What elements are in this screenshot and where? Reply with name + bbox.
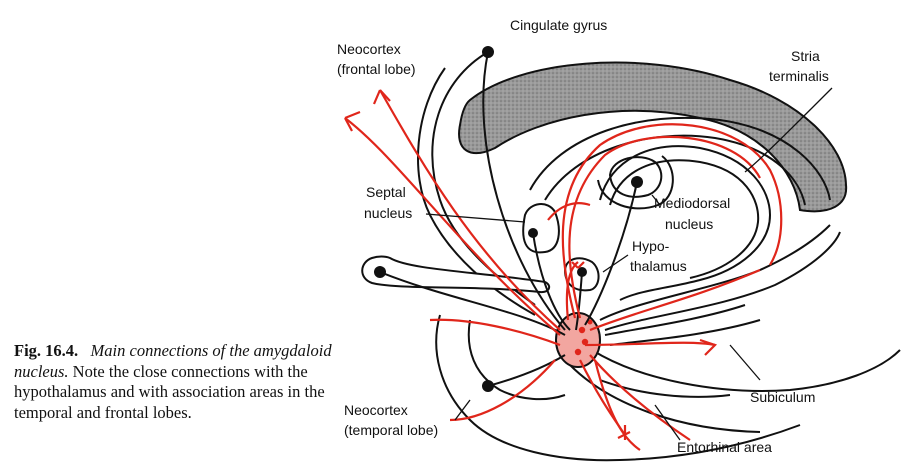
caption-title: Main connections of the amygdaloid nucle… (14, 341, 332, 381)
label-frontal-lobe: (frontal lobe) (337, 61, 416, 77)
figure-caption: Fig. 16.4. Main connections of the amygd… (14, 341, 334, 423)
red-pathways (344, 89, 783, 451)
cingulate-gyrus-shape (458, 61, 848, 213)
figure-number: Fig. 16.4. (14, 341, 79, 360)
label-subiculum: Subiculum (750, 389, 815, 405)
label-stria: Stria (791, 48, 820, 64)
cell-bodies (374, 46, 643, 392)
label-hypo: Hypo- (632, 238, 670, 254)
label-septal-nucleus: nucleus (364, 205, 412, 221)
amygdala-red-dots (574, 319, 593, 356)
label-cingulate-gyrus: Cingulate gyrus (510, 17, 607, 33)
label-temporal-lobe: (temporal lobe) (344, 422, 438, 438)
label-septal: Septal (366, 184, 406, 200)
label-hypothalamus: thalamus (630, 258, 687, 274)
brain-outlines (417, 51, 901, 462)
label-neocortex-frontal: Neocortex (337, 41, 401, 57)
leader-lines (425, 87, 833, 441)
label-mediodorsal: Mediodorsal (654, 195, 730, 211)
label-mediodorsal-nucleus: nucleus (665, 216, 713, 232)
black-pathways (379, 51, 638, 387)
caption-body: Note the close connections with the hypo… (14, 361, 325, 422)
label-neocortex-temporal: Neocortex (344, 402, 408, 418)
label-entorhinal-area: Entorhinal area (677, 439, 772, 455)
label-terminalis: terminalis (769, 68, 829, 84)
